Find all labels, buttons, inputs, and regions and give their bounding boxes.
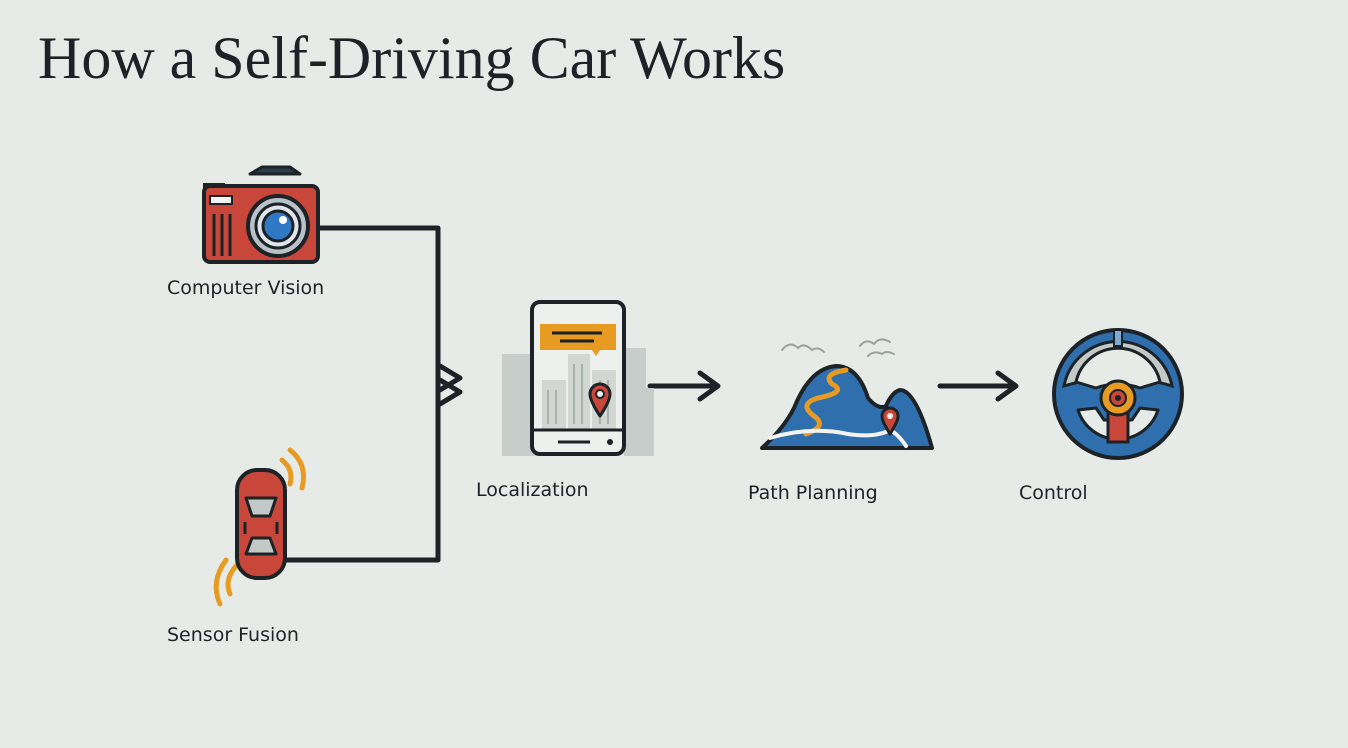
route-mountain-icon bbox=[760, 338, 934, 450]
merge-arrowhead-lower bbox=[437, 377, 463, 407]
car-sensor-icon bbox=[213, 447, 306, 607]
computer-vision-label: Computer Vision bbox=[167, 277, 325, 299]
arrow-planning-to-control-head bbox=[995, 370, 1019, 402]
arrow-localization-to-planning-head bbox=[697, 370, 721, 402]
camera-icon bbox=[202, 165, 320, 264]
steering-wheel-icon bbox=[1052, 328, 1184, 460]
path-planning-label: Path Planning bbox=[748, 482, 878, 504]
localization-label: Localization bbox=[476, 479, 589, 501]
control-label: Control bbox=[1019, 482, 1088, 504]
phone-map-icon bbox=[502, 300, 654, 456]
page-title: How a Self-Driving Car Works bbox=[38, 25, 786, 91]
sensor-fusion-label: Sensor Fusion bbox=[167, 624, 299, 646]
vision-connector bbox=[282, 225, 441, 563]
